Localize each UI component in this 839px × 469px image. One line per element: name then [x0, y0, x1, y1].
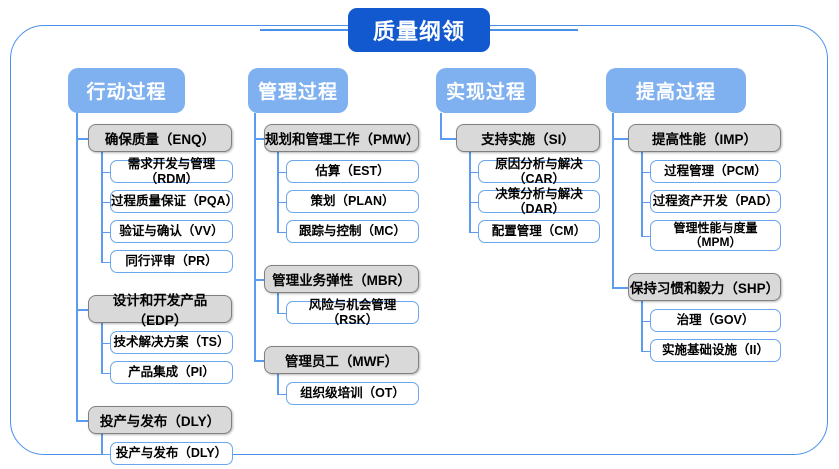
- leaf-box[interactable]: 产品集成（PI）: [110, 361, 233, 384]
- leaf-box[interactable]: 策划（PLAN）: [286, 190, 419, 213]
- leaf-box[interactable]: 过程质量保证（PQA）: [110, 190, 238, 213]
- leaf-box[interactable]: 投产与发布（DLY）: [110, 442, 233, 465]
- column-spine: [76, 113, 78, 420]
- leaf-connector: [469, 171, 478, 174]
- group-connector: [612, 287, 628, 289]
- leaf-box[interactable]: 跟踪与控制（MC）: [286, 220, 419, 243]
- group-connector: [76, 420, 88, 422]
- group-box[interactable]: 支持实施（SI）: [456, 124, 600, 152]
- group-sub-spine: [469, 152, 471, 232]
- leaf-box[interactable]: 过程资产开发（PAD）: [650, 190, 781, 213]
- leaf-box[interactable]: 管理性能与度量（MPM）: [650, 220, 781, 251]
- group-sub-spine: [277, 152, 279, 232]
- group-box[interactable]: 管理业务弹性（MBR）: [264, 265, 419, 293]
- group-connector: [254, 360, 264, 362]
- leaf-connector: [277, 201, 286, 204]
- group-connector: [440, 138, 456, 140]
- leaf-connector: [277, 312, 286, 315]
- column-header-2[interactable]: 管理过程: [248, 68, 348, 113]
- leaf-box[interactable]: 需求开发与管理（RDM）: [110, 157, 233, 186]
- group-box[interactable]: 规划和管理工作（PMW）: [264, 124, 420, 152]
- leaf-connector: [641, 350, 650, 353]
- column-header-1[interactable]: 行动过程: [68, 68, 185, 113]
- leaf-connector: [101, 453, 110, 456]
- leaf-connector: [469, 231, 478, 234]
- leaf-connector: [641, 171, 650, 174]
- root-title-box: 质量纲领: [348, 8, 490, 52]
- leaf-box[interactable]: 验证与确认（VV）: [110, 220, 233, 243]
- column-spine: [612, 113, 614, 287]
- group-sub-spine: [101, 323, 103, 373]
- group-box[interactable]: 设计和开发产品（EDP）: [88, 293, 232, 328]
- leaf-connector: [101, 261, 110, 264]
- group-sub-spine: [641, 301, 643, 351]
- leaf-connector: [101, 201, 110, 204]
- leaf-connector: [277, 231, 286, 234]
- group-box[interactable]: 保持习惯和毅力（SHP）: [628, 273, 781, 301]
- leaf-box[interactable]: 治理（GOV）: [650, 309, 781, 332]
- leaf-box[interactable]: 实施基础设施（II）: [650, 339, 781, 362]
- group-sub-spine: [277, 293, 279, 313]
- leaf-connector: [641, 201, 650, 204]
- group-sub-spine: [101, 434, 103, 454]
- group-sub-spine: [277, 374, 279, 394]
- leaf-box[interactable]: 组织级培训（OT）: [286, 382, 419, 405]
- leaf-connector: [641, 320, 650, 323]
- group-box[interactable]: 确保质量（ENQ）: [88, 124, 232, 152]
- group-connector: [76, 309, 88, 311]
- column-header-3[interactable]: 实现过程: [436, 68, 536, 113]
- leaf-connector: [641, 235, 650, 238]
- leaf-box[interactable]: 风险与机会管理（RSK）: [286, 298, 419, 327]
- root-connector-left: [260, 29, 352, 31]
- leaf-box[interactable]: 配置管理（CM）: [478, 220, 600, 243]
- group-box[interactable]: 管理员工（MWF）: [264, 346, 419, 374]
- leaf-box[interactable]: 技术解决方案（TS）: [110, 331, 233, 354]
- group-connector: [612, 138, 628, 140]
- group-connector: [254, 138, 264, 140]
- group-connector: [254, 279, 264, 281]
- leaf-box[interactable]: 决策分析与解决（DAR）: [478, 187, 600, 216]
- column-spine: [440, 113, 442, 138]
- leaf-box[interactable]: 原因分析与解决（CAR）: [478, 157, 600, 186]
- leaf-connector: [101, 231, 110, 234]
- group-sub-spine: [641, 152, 643, 236]
- group-box[interactable]: 提高性能（IMP）: [628, 124, 781, 152]
- leaf-box[interactable]: 同行评审（PR）: [110, 250, 233, 273]
- leaf-connector: [101, 342, 110, 345]
- leaf-connector: [101, 372, 110, 375]
- group-connector: [76, 138, 88, 140]
- leaf-connector: [277, 171, 286, 174]
- column-spine: [254, 113, 256, 360]
- leaf-connector: [101, 171, 110, 174]
- root-connector-right: [486, 29, 578, 31]
- column-header-4[interactable]: 提高过程: [606, 68, 746, 113]
- leaf-box[interactable]: 过程管理（PCM）: [650, 160, 781, 183]
- group-sub-spine: [101, 152, 103, 262]
- leaf-connector: [277, 393, 286, 396]
- leaf-box[interactable]: 估算（EST）: [286, 160, 419, 183]
- group-box[interactable]: 投产与发布（DLY）: [88, 406, 232, 434]
- leaf-connector: [469, 201, 478, 204]
